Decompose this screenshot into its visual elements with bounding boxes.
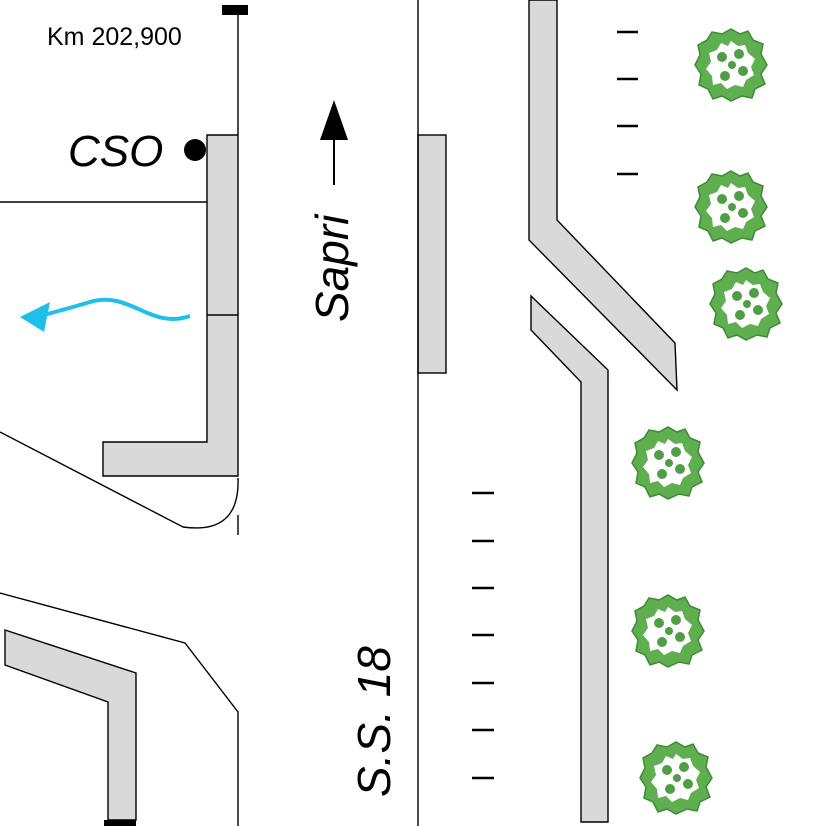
lane-ticks-right: [617, 30, 638, 176]
kerb-central-island: [417, 134, 447, 374]
tree-icon: [631, 594, 705, 668]
kerb-l-shape: [102, 134, 239, 477]
kerb-end-cap: [104, 820, 136, 826]
curved-boundary-line: [0, 431, 239, 529]
direction-label: Sapri: [306, 213, 358, 322]
tree-icon: [631, 426, 705, 500]
tree-icon: [639, 741, 713, 815]
road-name-label: S.S. 18: [348, 646, 400, 797]
kerb-lower-left: [4, 629, 137, 821]
kerbs: [4, 0, 678, 826]
km-marker-label: Km 202,900: [47, 23, 182, 51]
station-label: CSO: [68, 127, 163, 176]
left-structure: [0, 5, 248, 826]
kerb-right-upper: [528, 0, 678, 392]
km-post-cap: [222, 5, 248, 15]
trees: [631, 28, 783, 815]
tree-icon: [694, 28, 768, 102]
arrow-up-icon: [320, 100, 348, 185]
lane-ticks-left: [472, 491, 494, 780]
tree-icon: [694, 170, 768, 244]
kerb-right-lower: [530, 294, 609, 823]
wavy-arrow-left-icon: [20, 297, 191, 332]
lower-boundary-line: [0, 592, 239, 826]
tree-icon: [709, 267, 783, 341]
dot-icon: [184, 139, 206, 161]
